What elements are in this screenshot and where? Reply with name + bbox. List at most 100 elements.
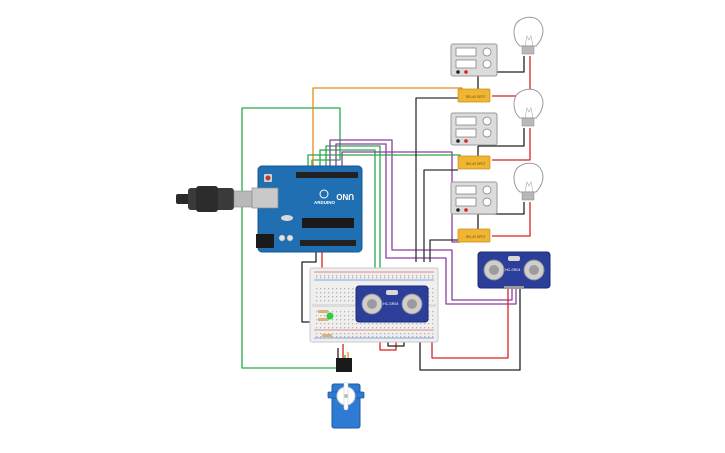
wire-purple-3 — [341, 151, 460, 243]
breadboard-hole — [372, 277, 374, 279]
sensor-2-label: HC-SR04 — [505, 268, 520, 272]
breadboard-hole — [316, 277, 318, 279]
breadboard-hole — [428, 292, 430, 294]
usb-connector — [233, 190, 253, 208]
breadboard-hole — [376, 277, 378, 279]
breadboard-hole — [324, 288, 326, 290]
breadboard-hole — [432, 277, 434, 279]
breadboard-hole — [408, 327, 410, 329]
wire-green-left-loop — [241, 107, 346, 369]
relay-2: RELAY SPDT — [457, 155, 491, 170]
power-supply-3-display-bottom — [455, 197, 477, 207]
breadboard-hole — [392, 327, 394, 329]
breadboard-hole — [432, 333, 434, 335]
breadboard-hole — [320, 292, 322, 294]
breadboard-hole — [348, 275, 350, 277]
breadboard-hole — [364, 323, 366, 325]
breadboard-hole — [380, 323, 382, 325]
wires — [241, 56, 531, 371]
breadboard-hole — [320, 323, 322, 325]
light-bulb-2-icon — [513, 88, 544, 127]
breadboard-hole — [340, 300, 342, 302]
crystal — [281, 215, 293, 221]
breadboard-hole — [340, 327, 342, 329]
breadboard-hole — [348, 327, 350, 329]
breadboard-hole — [352, 277, 354, 279]
breadboard-hole — [316, 315, 318, 317]
breadboard-hole — [408, 277, 410, 279]
breadboard-hole — [404, 277, 406, 279]
breadboard-hole — [400, 323, 402, 325]
breadboard-hole — [384, 275, 386, 277]
breadboard-hole — [424, 323, 426, 325]
breadboard-hole — [388, 333, 390, 335]
breadboard-hole — [352, 311, 354, 313]
wire-black-sensor — [419, 284, 521, 371]
breadboard-hole — [428, 296, 430, 298]
breadboard-hole — [332, 300, 334, 302]
sensor-1-label: HC-SR04 — [383, 302, 398, 306]
power-header — [300, 240, 356, 246]
breadboard-hole — [404, 275, 406, 277]
relay-3-label: RELAY SPDT — [466, 235, 486, 239]
breadboard-hole — [432, 323, 434, 325]
breadboard-hole — [324, 333, 326, 335]
wire-purple-1 — [329, 139, 513, 301]
breadboard-hole — [412, 277, 414, 279]
breadboard-hole — [412, 333, 414, 335]
breadboard-hole — [320, 336, 322, 338]
breadboard-hole — [352, 333, 354, 335]
relay-1: RELAY SPDT — [457, 88, 491, 103]
breadboard-hole — [324, 275, 326, 277]
breadboard-hole — [376, 327, 378, 329]
breadboard-hole — [424, 336, 426, 338]
breadboard-hole — [408, 323, 410, 325]
breadboard-hole — [336, 315, 338, 317]
servo-connector — [336, 358, 352, 372]
breadboard-hole — [352, 288, 354, 290]
breadboard-hole — [352, 319, 354, 321]
breadboard-hole — [352, 327, 354, 329]
power-supply-3-knob-bottom — [482, 197, 492, 207]
power-supply-1 — [450, 43, 498, 77]
breadboard-hole — [432, 327, 434, 329]
sensor-2-crystal — [508, 256, 520, 261]
breadboard-hole — [388, 323, 390, 325]
breadboard-hole — [348, 311, 350, 313]
breadboard-hole — [356, 327, 358, 329]
breadboard-hole — [344, 292, 346, 294]
breadboard-hole — [380, 327, 382, 329]
usb-port — [251, 187, 279, 209]
board-pcb — [257, 165, 363, 253]
breadboard-hole — [316, 319, 318, 321]
breadboard-hole — [344, 277, 346, 279]
breadboard-hole — [340, 292, 342, 294]
breadboard-hole — [428, 319, 430, 321]
wire-black-relay3 — [429, 239, 458, 262]
breadboard-hole — [320, 333, 322, 335]
sensor-1-transducer-left-inner — [367, 299, 377, 309]
reset-button-cap — [265, 175, 271, 181]
resistor-2 — [318, 318, 328, 321]
breadboard-hole — [332, 311, 334, 313]
breadboard-hole — [328, 323, 330, 325]
breadboard-hole — [328, 296, 330, 298]
servo-motor — [327, 358, 365, 429]
breadboard-hole — [320, 327, 322, 329]
microcontroller-chip — [302, 218, 354, 228]
breadboard-hole — [368, 327, 370, 329]
breadboard-hole — [320, 275, 322, 277]
breadboard-hole — [412, 275, 414, 277]
breadboard-hole — [432, 319, 434, 321]
breadboard-hole — [428, 315, 430, 317]
breadboard-hole — [368, 323, 370, 325]
breadboard-hole — [408, 336, 410, 338]
breadboard-hole — [328, 288, 330, 290]
breadboard-hole — [352, 296, 354, 298]
breadboard-hole — [384, 336, 386, 338]
breadboard-hole — [372, 327, 374, 329]
breadboard-hole — [344, 319, 346, 321]
breadboard-hole — [420, 327, 422, 329]
breadboard-hole — [336, 333, 338, 335]
breadboard-hole — [400, 333, 402, 335]
